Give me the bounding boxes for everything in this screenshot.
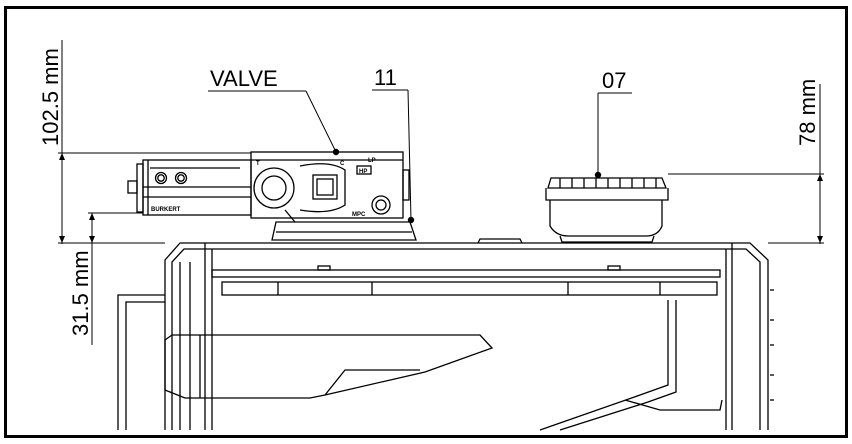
maker-mark: BURKERT [151, 207, 181, 213]
port-lp-label: LP [368, 158, 376, 164]
port-mpc-label: MPC [352, 212, 366, 218]
dimension-total-height: 102.5 mm [38, 48, 63, 146]
callout-part-07: 07 [602, 68, 626, 93]
dimension-base-height: 31.5 mm [68, 250, 93, 336]
machine-body [117, 238, 774, 431]
drawing-frame [4, 6, 848, 438]
dimension-lines [58, 40, 824, 345]
dimension-right-height: 78 mm [795, 79, 820, 146]
part-07-cap [545, 177, 669, 243]
callout-valve: VALVE [210, 66, 278, 91]
callout-part-11: 11 [374, 65, 397, 90]
callout-dots [332, 148, 602, 224]
valve-assembly [127, 151, 417, 241]
port-t-label: T [256, 161, 260, 167]
port-hp-label: HP [359, 169, 367, 175]
callout-leaders [208, 89, 632, 221]
dimension-arrows [59, 153, 823, 243]
port-c-label: C [340, 161, 345, 167]
